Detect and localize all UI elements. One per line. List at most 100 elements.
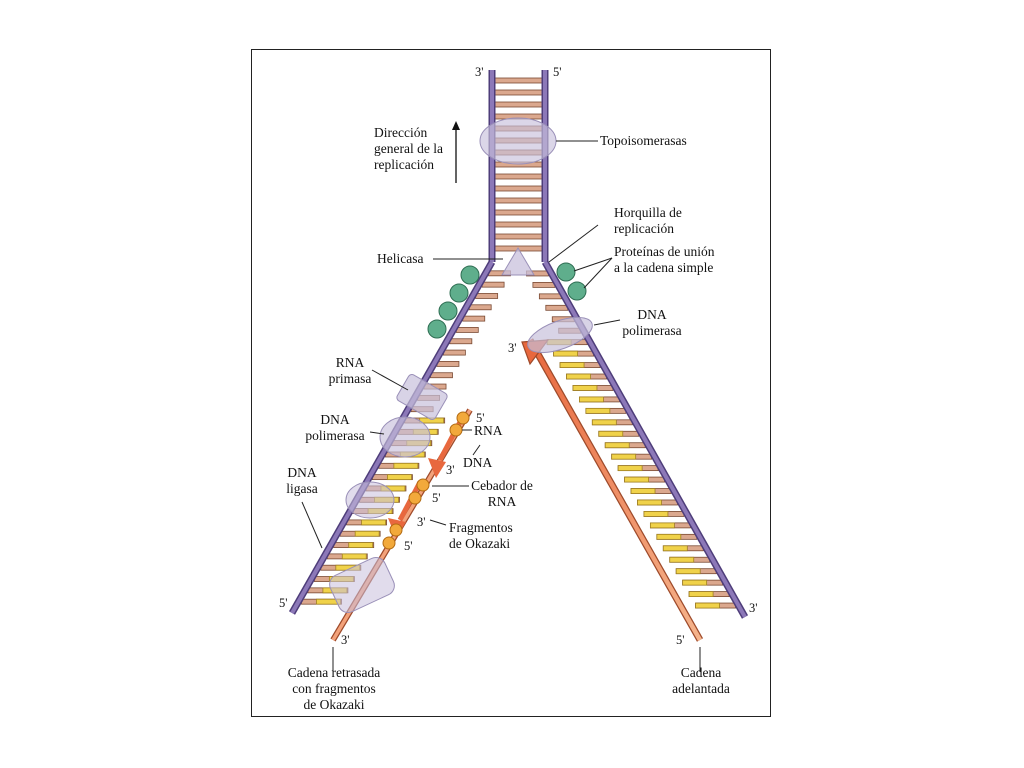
okazaki-fragments-label-line: Fragmentos <box>449 520 513 535</box>
base-pair-rung <box>688 591 714 597</box>
dna-polymerase-right-label-line: polimerasa <box>622 323 682 338</box>
helicase-enzyme <box>501 247 535 276</box>
replication-direction-arrow <box>452 121 460 183</box>
base-pair-rung <box>604 442 630 449</box>
leader-okazaki <box>429 519 447 526</box>
ssb-protein <box>438 301 458 321</box>
base-pair-rung <box>579 396 604 403</box>
dna-polymerase-left-label-line: DNA <box>320 412 350 427</box>
base-pair-rung <box>455 327 479 333</box>
leading-strand-label-line: adelantada <box>672 681 730 696</box>
base-pair-rung <box>348 542 374 548</box>
base-pair-rung <box>468 304 492 311</box>
base-pair-rung <box>387 474 412 481</box>
ssb-protein <box>556 262 576 282</box>
base-pair-rung <box>494 77 543 84</box>
ssb-label-line: Proteínas de unión <box>614 244 715 259</box>
okazaki-arrowhead-upper <box>428 458 446 478</box>
dna-polymerase-lagging <box>379 416 431 458</box>
base-pair-rung <box>637 499 662 506</box>
base-pair-rung <box>611 453 637 460</box>
base-pair-rung <box>669 556 695 563</box>
dna-label: DNA <box>463 455 493 470</box>
leading-strand-label: Cadena adelantada <box>665 665 737 697</box>
leader-lines <box>301 140 701 672</box>
direction-label-line: general de la <box>374 141 443 156</box>
leading-new-strand-fill <box>528 338 702 642</box>
end-label-top-left: 3' <box>475 65 484 79</box>
end-label-okazaki-3prime-b: 3' <box>417 515 426 529</box>
dna-polymerase-right-label-line: DNA <box>637 307 667 322</box>
end-label-okazaki-5prime-b: 5' <box>432 491 441 505</box>
primer-bead <box>449 423 463 437</box>
dna-polymerase-left-label: DNA polimerasa <box>302 412 368 444</box>
end-label-lagging-3prime: 3' <box>341 633 350 647</box>
primer-bead <box>389 523 403 537</box>
topoisomerases-label: Topoisomerasas <box>600 133 687 148</box>
leader-fork <box>548 224 599 263</box>
end-label-okazaki-5prime-c: 5' <box>404 539 413 553</box>
dna-polymerase-left-label-line: polimerasa <box>305 428 365 443</box>
topoisomerase-enzyme <box>479 117 557 165</box>
ssb-proteins <box>427 262 587 339</box>
end-label-bottom-right: 3' <box>749 601 758 615</box>
base-pair-rung <box>494 197 543 204</box>
base-pair-rung <box>494 89 543 96</box>
end-label-bottom-left: 5' <box>279 596 288 610</box>
rna-label: RNA <box>474 423 503 438</box>
fork-label: Horquilla de replicación <box>614 205 682 237</box>
ssb-label: Proteínas de unión a la cadena simple <box>614 244 715 276</box>
fork-label-line: Horquilla de <box>614 205 682 220</box>
base-pair-rung <box>553 350 579 357</box>
base-pair-rung <box>442 349 466 356</box>
base-pair-rung <box>449 338 473 345</box>
rna-primase-label-line: RNA <box>335 355 365 370</box>
leader-dnapol-right <box>593 319 621 326</box>
base-pair-rung <box>566 373 591 380</box>
ssb-protein <box>449 283 469 303</box>
parental-duplex-rungs <box>494 77 543 252</box>
direction-label: Dirección general de la replicación <box>374 125 443 173</box>
leader-ligase <box>301 501 323 549</box>
ssb-protein <box>460 265 480 285</box>
base-pair-rung <box>532 282 556 288</box>
ssb-label-line: a la cadena simple <box>614 260 714 275</box>
base-pair-rung <box>682 579 708 586</box>
base-pair-rung <box>545 304 569 311</box>
okazaki-fragments-label: Fragmentos de Okazaki <box>449 520 513 552</box>
base-pair-rung <box>598 430 624 437</box>
leader-ssb-2 <box>583 257 613 289</box>
base-pair-rung <box>475 293 499 299</box>
leader-ssb-1 <box>573 257 613 272</box>
base-pair-rung <box>617 465 643 472</box>
okazaki-fragments-label-line: de Okazaki <box>449 536 511 551</box>
base-pair-rung <box>494 221 543 228</box>
fork-label-line: replicación <box>614 221 674 236</box>
base-pair-rung <box>572 385 598 391</box>
base-pair-rung <box>494 233 543 240</box>
direction-label-line: Dirección <box>374 125 428 140</box>
base-pair-rung <box>624 476 649 483</box>
dna-ligase-label-line: ligasa <box>286 481 318 496</box>
rna-primase-label: RNA primasa <box>322 355 378 387</box>
base-pair-rung <box>695 602 720 609</box>
leader-dnapol-left <box>369 431 385 435</box>
lagging-strand-label-line: Cadena retrasada <box>287 665 381 680</box>
leading-strand-label-line: Cadena <box>680 665 722 680</box>
primer-bead <box>382 536 396 550</box>
dna-ligase-label-line: DNA <box>287 465 317 480</box>
base-pair-rung <box>361 519 387 526</box>
dna-polymerase-lagging-2 <box>345 481 395 519</box>
dna-polymerase-right-label: DNA polimerasa <box>620 307 684 339</box>
base-pair-rung <box>494 185 543 192</box>
end-label-leading-3prime: 3' <box>508 341 517 355</box>
dna-ligase-enzyme <box>329 556 395 614</box>
base-pair-rung <box>481 281 505 288</box>
base-pair-rung <box>393 462 419 469</box>
rna-primase-enzyme <box>396 373 448 421</box>
base-pair-rung <box>494 209 543 216</box>
rna-primase-label-line: primasa <box>328 371 372 386</box>
base-pair-rung <box>662 545 688 552</box>
